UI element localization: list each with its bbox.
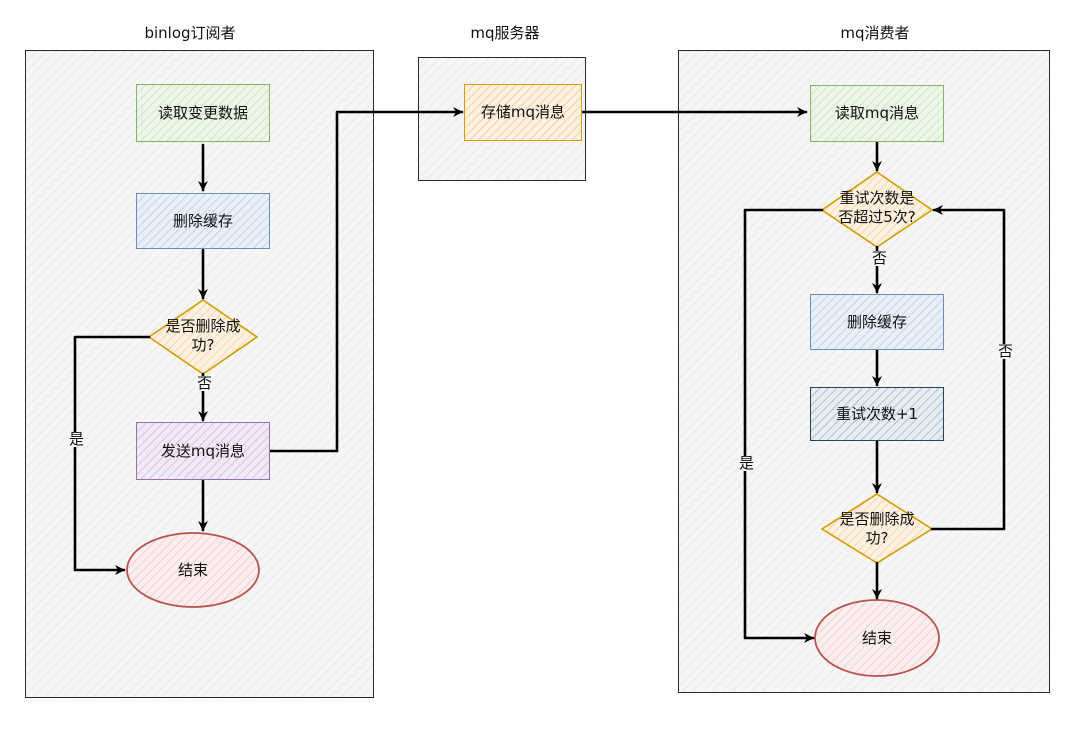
subscriber-label-yes: 是 xyxy=(68,430,86,448)
store-mq-message-box: 存储mq消息 xyxy=(464,84,582,141)
consumer-label-no-down: 否 xyxy=(871,249,889,267)
edge-check-yes-to-end xyxy=(73,335,151,575)
consumer-label-yes: 是 xyxy=(738,454,756,472)
subscriber-end-ellipse xyxy=(126,532,260,608)
lane-title-subscriber: binlog订阅者 xyxy=(144,24,236,42)
subscriber-label-no: 否 xyxy=(196,374,214,392)
send-mq-message-box: 发送mq消息 xyxy=(136,422,270,480)
read-mq-message-box: 读取mq消息 xyxy=(810,85,944,142)
consumer-decision-line1: 是否删除成 xyxy=(839,510,915,528)
subscriber-decision-line2: 功? xyxy=(191,335,215,354)
consumer-decision-line2: 功? xyxy=(865,528,889,547)
retry-count-increment-box: 重试次数+1 xyxy=(810,387,944,441)
consumer-label-no-loop: 否 xyxy=(997,342,1015,360)
edge-send-to-store xyxy=(268,107,464,453)
consumer-retry-line2: 否超过5次? xyxy=(838,207,916,226)
subscriber-delete-cache-box: 删除缓存 xyxy=(136,193,270,249)
lane-title-consumer: mq消费者 xyxy=(840,24,910,42)
consumer-retry-decision-text: 重试次数是 否超过5次? xyxy=(822,189,932,227)
consumer-retry-line1: 重试次数是 xyxy=(839,189,915,207)
consumer-decision-text: 是否删除成 功? xyxy=(822,510,932,548)
edge-retry-yes-to-end xyxy=(743,208,824,643)
read-change-data-box: 读取变更数据 xyxy=(136,84,270,142)
consumer-delete-cache-box: 删除缓存 xyxy=(810,294,944,350)
edge-check-no-loop xyxy=(930,205,1006,531)
subscriber-decision-text: 是否删除成 功? xyxy=(149,317,257,355)
consumer-end-ellipse xyxy=(814,599,940,677)
subscriber-end-text: 结束 xyxy=(177,560,208,579)
consumer-end-text: 结束 xyxy=(861,628,892,647)
subscriber-decision-line1: 是否删除成 xyxy=(165,317,241,335)
lane-consumer xyxy=(678,50,1050,693)
lane-title-server: mq服务器 xyxy=(470,24,540,42)
